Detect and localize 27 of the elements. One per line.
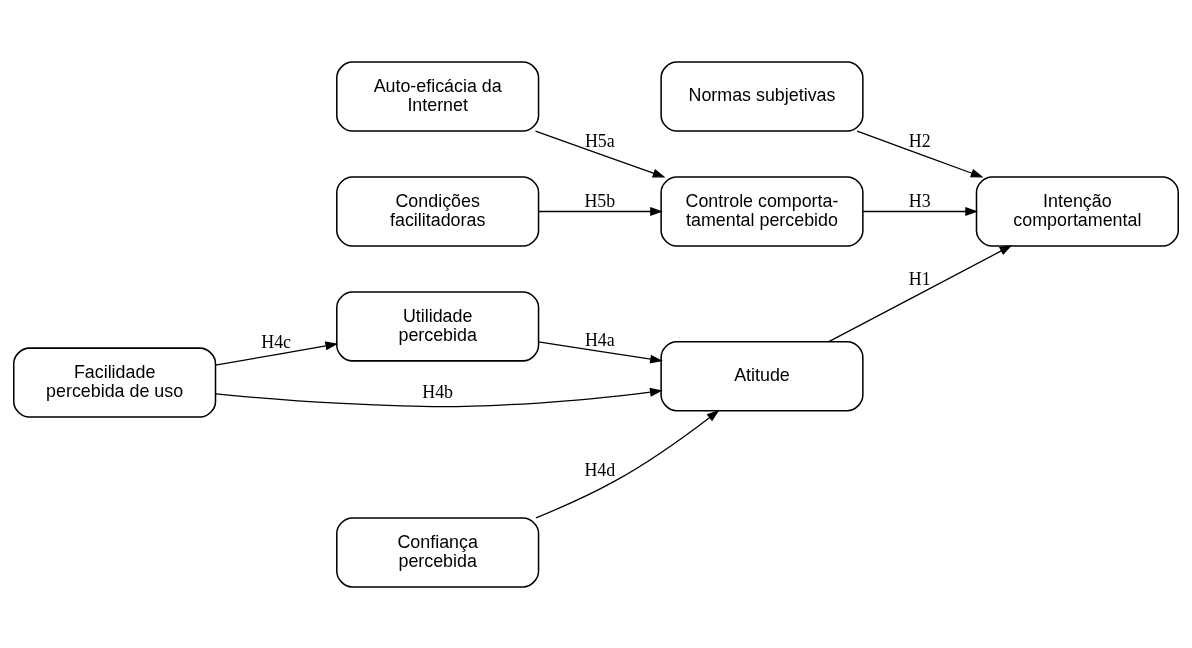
arrow bbox=[828, 244, 1013, 342]
node-box: Atitude bbox=[660, 340, 864, 411]
edge-label: H5b bbox=[584, 190, 616, 211]
edge-label: H1 bbox=[908, 268, 931, 289]
edge-label: H4a bbox=[584, 329, 615, 350]
edge-label: H2 bbox=[908, 130, 931, 151]
edge-label: H3 bbox=[908, 190, 931, 211]
arrow bbox=[535, 409, 720, 518]
node-box: Utilidade percebida bbox=[336, 290, 540, 362]
node-box: Confiança percebida bbox=[336, 516, 540, 588]
arrow bbox=[534, 129, 666, 177]
arrow bbox=[537, 206, 663, 216]
node-box: Condições facilitadoras bbox=[336, 175, 540, 247]
node-box: Controle comporta- tamental percebido bbox=[660, 175, 864, 247]
arrow bbox=[862, 206, 979, 216]
edge-label: H5a bbox=[584, 130, 615, 151]
arrow bbox=[215, 387, 663, 407]
node-box: Auto-eficácia da Internet bbox=[336, 60, 540, 132]
node-box: Intenção comportamental bbox=[975, 175, 1179, 247]
arrow bbox=[214, 340, 339, 366]
node-box: Facilidade percebida de uso bbox=[13, 346, 217, 418]
arrow bbox=[856, 129, 984, 177]
edge-label: H4d bbox=[584, 459, 616, 480]
edge-label: H4b bbox=[422, 381, 454, 402]
node-box: Normas subjetivas bbox=[660, 60, 864, 132]
edge-label: H4c bbox=[261, 331, 292, 352]
arrow bbox=[537, 340, 663, 364]
